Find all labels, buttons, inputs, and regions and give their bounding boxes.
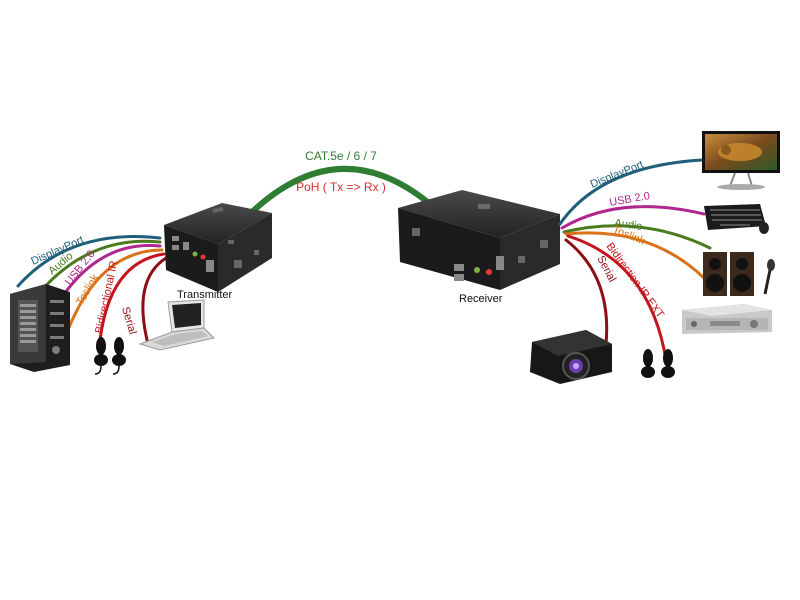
- rx-cable-usb: [560, 205, 706, 230]
- rx-cable-displayport: [558, 158, 704, 226]
- keyboard-mouse-icon: [704, 204, 769, 234]
- cat-cable-label: CAT.5e / 6 / 7: [305, 149, 377, 163]
- amplifier-icon: [682, 304, 772, 334]
- tx-cable-toslink: [66, 248, 164, 332]
- transmitter-device: [164, 203, 272, 292]
- ir-sensor-icon: [641, 349, 675, 378]
- rx-label-displayport: DisplayPort: [589, 159, 646, 191]
- laptop-icon: [138, 299, 215, 351]
- receiver-device: [398, 190, 560, 290]
- tx-cable-audio: [38, 239, 162, 294]
- tx-label-ir: Bidirectional IR: [93, 260, 120, 335]
- monitor-icon: [702, 131, 780, 190]
- tx-cable-usb: [58, 243, 162, 302]
- ir-sensor-icon: [94, 337, 126, 375]
- projector-icon: [530, 330, 612, 384]
- rx-cable-ir: [566, 234, 668, 362]
- speakers-microphone-icon: [703, 252, 775, 296]
- rx-cable-toslink: [564, 231, 706, 280]
- cat-cable: [249, 165, 433, 215]
- tx-label-serial: Serial: [119, 306, 138, 336]
- tx-cables: [16, 235, 168, 346]
- receiver-label: Receiver: [459, 293, 503, 305]
- tx-cable-displayport: [16, 235, 162, 288]
- transmitter-label: Transmitter: [177, 289, 233, 301]
- tx-cable-serial: [141, 256, 168, 346]
- rx-cable-labels: DisplayPort USB 2.0 Audio Toslink Bidire…: [589, 159, 667, 321]
- rx-cable-serial: [564, 238, 609, 346]
- rx-label-audio: Audio: [614, 217, 644, 233]
- tx-cable-ir: [98, 252, 166, 342]
- rx-cables: [558, 158, 712, 362]
- server-tower-icon: [10, 284, 70, 372]
- rx-cable-audio: [562, 224, 712, 250]
- poh-label: PoH ( Tx => Rx ): [296, 180, 386, 194]
